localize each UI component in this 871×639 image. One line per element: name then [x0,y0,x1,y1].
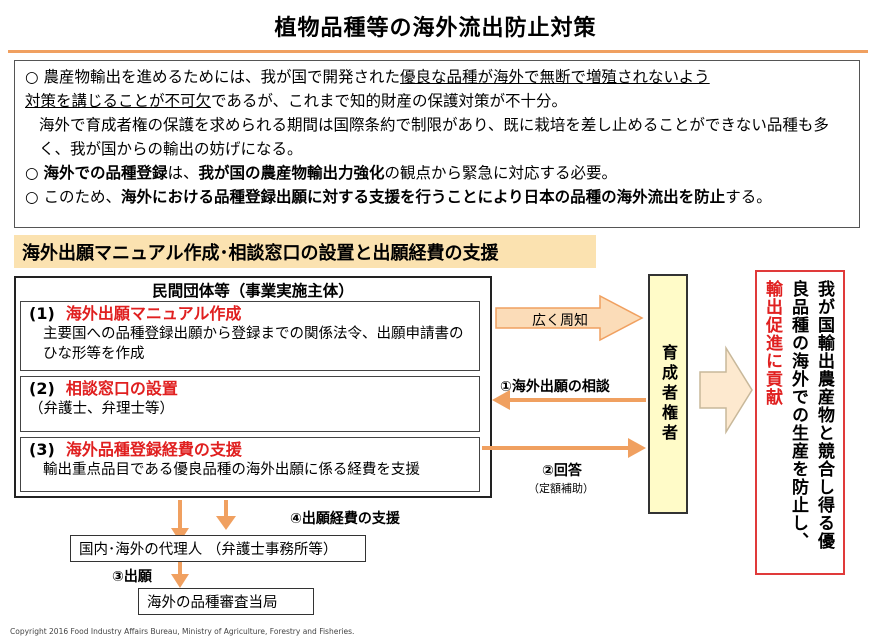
item-expense-head: 海外品種登録経費の支援 [65,440,242,459]
item-consultation-head: 相談窓口の設置 [65,379,178,398]
expense-arrowhead-2 [216,516,236,530]
consult-arrowhead [492,390,510,410]
summary-paragraph-2: 海外で育成者権の保護を求められる期間は国際条約で制限があり、既に栽培を差し止める… [39,116,829,158]
summary-paragraph-3: ○ 海外での品種登録は、我が国の農産物輸出力強化の観点から緊急に対応する必要。 [25,164,618,182]
item-expense-desc: 輸出重点品目である優良品種の海外出願に係る経費を支援 [43,462,420,478]
item-manual-head: 海外出願マニュアル作成 [65,304,242,323]
implementer-title: 民間団体等（事業実施主体） [152,282,354,300]
publicize-arrow [495,294,644,342]
item-manual: (1) 海外出願マニュアル作成 主要国への品種登録出願から登録までの関係法令、出… [20,301,480,371]
result-box: 我が国輸出農産物と競合し得る優良品種の海外での生産を防止し、輸出促進に貢献 [755,270,845,575]
bullet: ○ [25,68,39,86]
expense-label: ④出願経費の支援 [290,511,400,527]
result-text: 我が国輸出農産物と競合し得る優良品種の海外での生産を防止し、 [788,280,834,550]
copyright: Copyright 2016 Food Industry Affairs Bur… [10,627,355,636]
summary-paragraph-4: ○ このため、海外における品種登録出願に対する支援を行うことにより日本の品種の海… [25,188,772,206]
item-consultation-desc: （弁護士、弁理士等） [29,401,174,417]
page-title: 植物品種等の海外流出防止対策 [274,16,597,41]
result-arrow [699,345,753,435]
section-heading: 海外出願マニュアル作成･相談窓口の設置と出願経費の支援 [14,235,596,268]
item-expense: (3) 海外品種登録経費の支援 輸出重点品目である優良品種の海外出願に係る経費を… [20,437,480,492]
summary-box: ○ 農産物輸出を進めるためには、我が国で開発された優良な品種が海外で無断で増殖さ… [14,60,860,228]
item-manual-desc: 主要国への品種登録出願から登録までの関係法令、出願申請書のひな形等を作成 [43,326,464,362]
agent-box: 国内･海外の代理人 （弁護士事務所等） [70,535,366,562]
result-red-text: 輸出促進に貢献 [762,280,782,406]
apply-label: ③出願 [112,569,152,585]
item-consultation: (2) 相談窓口の設置 （弁護士、弁理士等） [20,376,480,432]
apply-arrowhead [171,574,189,588]
consult-label: ①海外出願の相談 [500,379,610,395]
answer-note: （定額補助） [528,482,594,495]
summary-paragraph-1: ○ 農産物輸出を進めるためには、我が国で開発された優良な品種が海外で無断で増殖さ… [25,68,710,110]
rights-holder-box: 育成者権者 [648,274,688,514]
publicize-label: 広く周知 [532,313,588,329]
answer-label: ②回答 [542,463,582,479]
title-underline [8,50,868,53]
authority-box: 海外の品種審査当局 [138,588,314,615]
answer-arrowhead [628,438,646,458]
